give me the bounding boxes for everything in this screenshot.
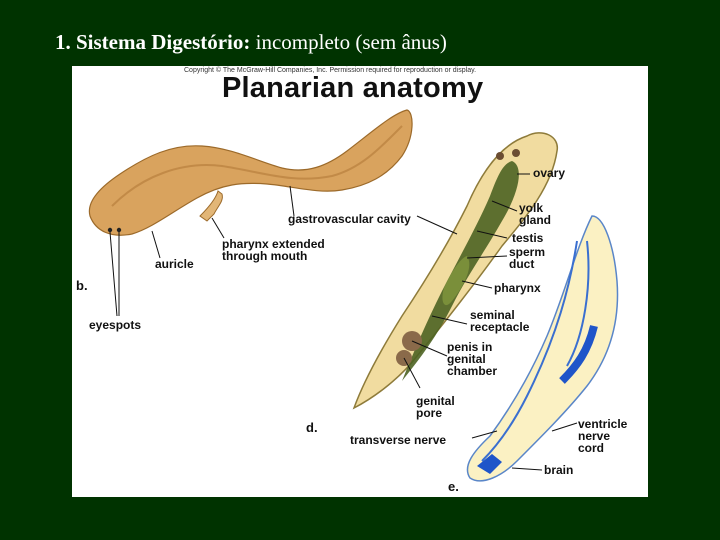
label-sperm-duct-line2: duct [509, 257, 535, 271]
slide-title: 1. Sistema Digestório: incompleto (sem â… [55, 30, 447, 55]
label-genital-pore: genital pore [416, 395, 455, 419]
label-genital-pore-line1: genital [416, 394, 455, 408]
label-sperm-duct-line1: sperm [509, 245, 546, 259]
label-transverse-nerve: transverse nerve [350, 433, 447, 447]
label-gastrovascular-cavity: gastrovascular cavity [288, 212, 411, 226]
panel-letter-e: e. [448, 479, 459, 494]
label-eyespots: eyespots [89, 318, 142, 332]
label-ventricle-line2: nerve [578, 429, 611, 443]
label-penis-genital-chamber: penis in genital chamber [447, 341, 497, 377]
label-brain: brain [544, 463, 574, 477]
label-yolk-gland-line1: yolk [519, 201, 544, 215]
label-seminal-receptacle-line1: seminal [470, 308, 515, 322]
panel-letter-b: b. [76, 278, 88, 293]
eyespot-icon [116, 227, 122, 233]
label-penis-line1: penis in [447, 340, 493, 354]
figure-panel: Copyright © The McGraw-Hill Companies, I… [72, 66, 648, 497]
label-pharynx-extended: pharynx extended through mouth [222, 238, 325, 262]
label-yolk-gland-line2: gland [519, 213, 551, 227]
copyright-note: Copyright © The McGraw-Hill Companies, I… [184, 67, 477, 74]
panel-letter-d: d. [306, 420, 318, 435]
label-seminal-receptacle: seminal receptacle [470, 309, 529, 333]
label-testis: testis [512, 231, 544, 245]
slide-title-bold: 1. Sistema Digestório: [55, 30, 251, 54]
planarian-body-b [88, 109, 413, 236]
label-auricle: auricle [155, 257, 194, 271]
label-pharynx: pharynx [494, 281, 541, 295]
label-penis-line2: genital [447, 352, 486, 366]
planarian-body-e [466, 215, 619, 482]
label-pharynx-extended-line1: pharynx extended [222, 237, 325, 251]
label-ovary: ovary [533, 166, 566, 180]
label-ventricle-nerve-cord: ventricle nerve cord [578, 418, 627, 454]
planarian-body-d [352, 132, 558, 410]
label-ventricle-line3: cord [578, 441, 605, 455]
label-pharynx-extended-line2: through mouth [222, 249, 308, 263]
slide-title-rest: incompleto (sem ânus) [250, 30, 447, 54]
label-yolk-gland: yolk gland [519, 202, 551, 226]
label-ventricle-line1: ventricle [578, 417, 628, 431]
label-penis-line3: chamber [447, 364, 498, 378]
figure-title: Planarian anatomy [222, 72, 484, 104]
label-seminal-receptacle-line2: receptacle [470, 320, 530, 334]
planarian-illustration [88, 109, 619, 482]
label-genital-pore-line2: pore [416, 406, 443, 420]
label-sperm-duct: sperm duct [509, 246, 545, 270]
eyespot-icon [107, 227, 113, 233]
